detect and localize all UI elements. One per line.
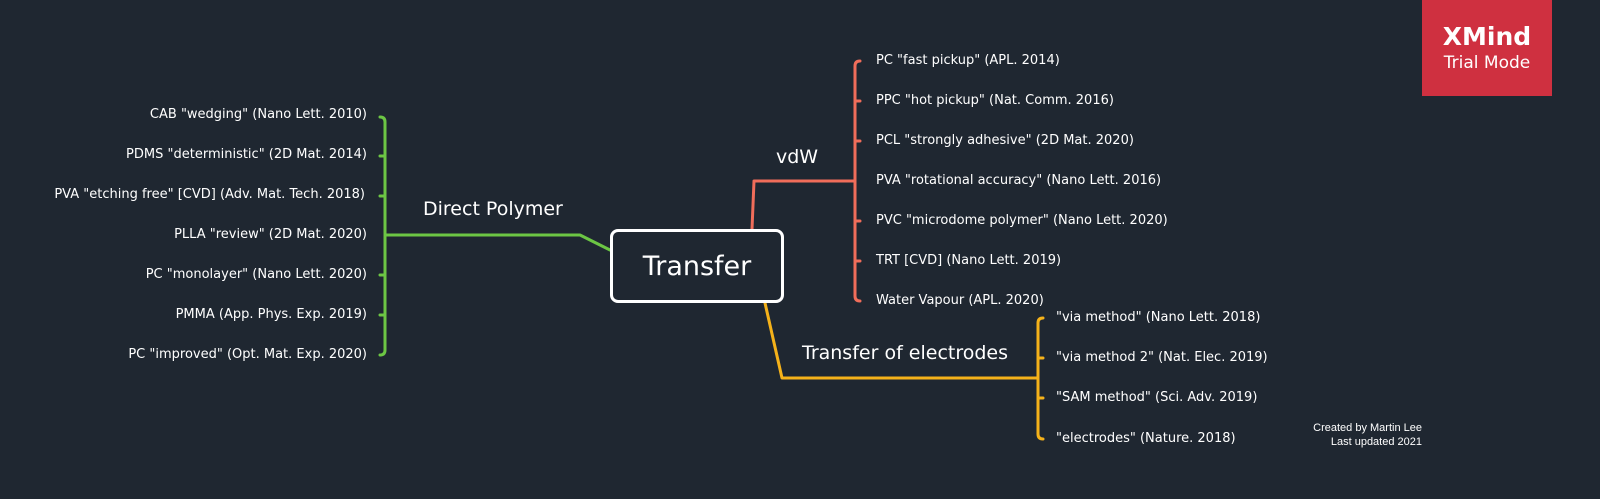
badge-subtitle: Trial Mode [1443, 53, 1531, 73]
list-item[interactable]: Water Vapour (APL. 2020) [876, 293, 1044, 308]
list-item[interactable]: TRT [CVD] (Nano Lett. 2019) [876, 253, 1062, 268]
branch-label-direct-polymer[interactable]: Direct Polymer [423, 198, 563, 220]
list-item[interactable]: "SAM method" (Sci. Adv. 2019) [1056, 390, 1258, 405]
list-item[interactable]: PVA "rotational accuracy" (Nano Lett. 20… [876, 173, 1162, 188]
list-item[interactable]: PC "improved" (Opt. Mat. Exp. 2020) [128, 347, 367, 362]
central-topic[interactable]: Transfer [610, 229, 784, 303]
list-item[interactable]: PDMS "deterministic" (2D Mat. 2014) [126, 147, 367, 162]
xmind-trial-badge: XMind Trial Mode [1422, 0, 1552, 96]
electrodes-connector [763, 301, 1040, 380]
list-item[interactable]: PPC "hot pickup" (Nat. Comm. 2016) [876, 93, 1114, 108]
list-item[interactable]: PMMA (App. Phys. Exp. 2019) [175, 307, 367, 322]
vdw-connector [750, 179, 857, 231]
credits: Created by Martin Lee Last updated 2021 [1313, 421, 1422, 449]
electrodes-bracket [1036, 316, 1045, 441]
list-item[interactable]: PCL "strongly adhesive" (2D Mat. 2020) [876, 133, 1134, 148]
badge-title: XMind [1442, 22, 1532, 51]
list-item[interactable]: CAB "wedging" (Nano Lett. 2010) [149, 107, 367, 122]
branch-label-vdw[interactable]: vdW [776, 146, 819, 168]
direct-polymer-connector [383, 233, 612, 252]
list-item[interactable]: PC "fast pickup" (APL. 2014) [876, 53, 1060, 68]
list-item[interactable]: PC "monolayer" (Nano Lett. 2020) [145, 267, 367, 282]
credits-author: Created by Martin Lee [1313, 422, 1422, 434]
list-item[interactable]: "electrodes" (Nature. 2018) [1056, 431, 1236, 446]
list-item[interactable]: "via method" (Nano Lett. 2018) [1056, 310, 1261, 325]
direct-polymer-bracket [378, 115, 387, 357]
branch-label-transfer-of-electrodes[interactable]: Transfer of electrodes [802, 342, 1009, 364]
list-item[interactable]: "via method 2" (Nat. Elec. 2019) [1056, 350, 1268, 365]
list-item[interactable]: PLLA "review" (2D Mat. 2020) [174, 227, 367, 242]
list-item[interactable]: PVC "microdome polymer" (Nano Lett. 2020… [876, 213, 1168, 228]
list-item[interactable]: PVA "etching free" [CVD] (Adv. Mat. Tech… [54, 187, 365, 202]
credits-updated: Last updated 2021 [1330, 436, 1422, 448]
vdw-bracket [853, 59, 862, 303]
